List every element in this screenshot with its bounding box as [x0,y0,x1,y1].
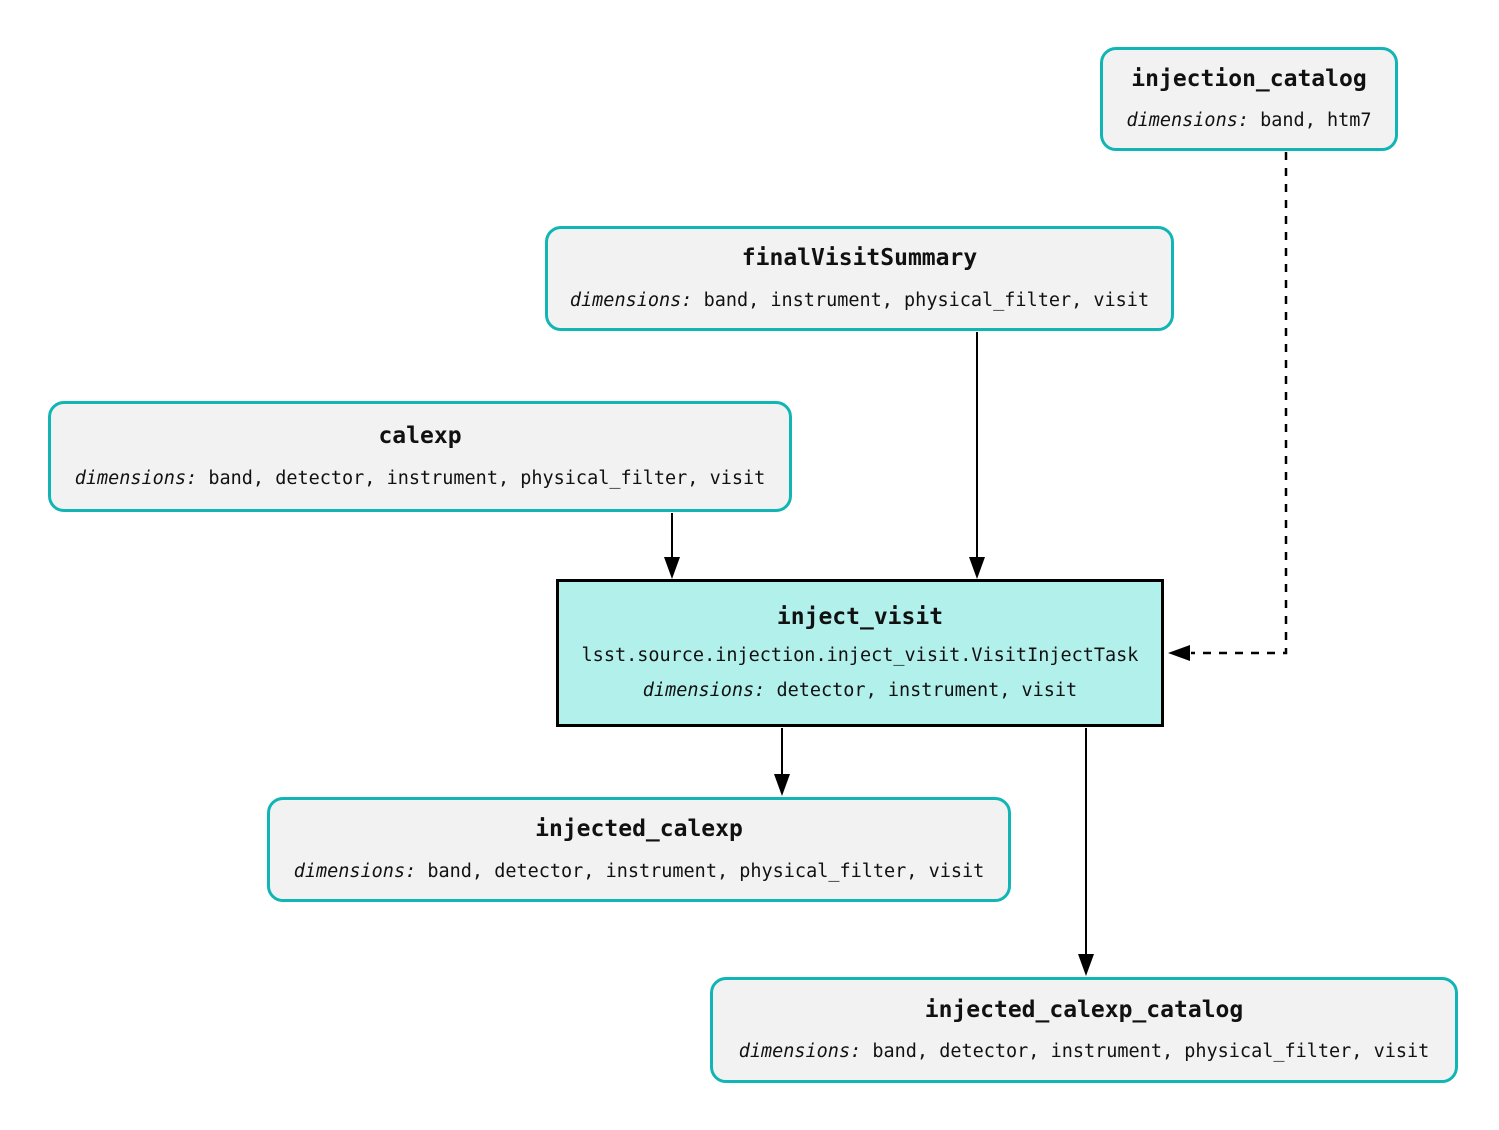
node-dimensions: dimensions: band, detector, instrument, … [739,1041,1430,1063]
edge-injection-catalog-to-inject-visit [1168,152,1288,661]
node-dimensions: dimensions: band, htm7 [1126,110,1371,132]
node-dimensions: dimensions: detector, instrument, visit [643,680,1077,702]
dimensions-label: dimensions: [1126,110,1249,132]
edge-finalvisitsummary-to-inject-visit [969,332,985,579]
node-title: inject_visit [776,604,944,631]
dimensions-value: band, detector, instrument, physical_fil… [872,1041,1430,1063]
node-dimensions: dimensions: band, detector, instrument, … [294,861,985,883]
node-calexp: calexp dimensions: band, detector, instr… [48,401,792,512]
node-title: injected_calexp_catalog [924,996,1244,1023]
dimensions-value: band, htm7 [1260,110,1372,132]
edge-calexp-to-inject-visit [664,513,680,579]
dimensions-label: dimensions: [569,289,693,311]
arrowhead-down-icon [664,557,680,579]
node-injection-catalog: injection_catalog dimensions: band, htm7 [1100,47,1398,151]
dimensions-label: dimensions: [74,467,198,489]
edge-inject-visit-to-injected-calexp [774,728,790,796]
arrowhead-down-icon [774,774,790,796]
arrowhead-left-icon [1168,645,1190,661]
edge-inject-visit-to-injected-calexp-catalog [1078,728,1094,976]
node-title: injected_calexp [535,816,743,843]
node-title: injection_catalog [1131,65,1367,92]
node-dimensions: dimensions: band, detector, instrument, … [75,468,766,490]
dimensions-value: band, instrument, physical_filter, visit [703,289,1150,311]
node-title: calexp [378,423,462,450]
dimensions-value: band, detector, instrument, physical_fil… [208,467,766,489]
node-injected-calexp-catalog: injected_calexp_catalog dimensions: band… [710,977,1458,1083]
node-title: finalVisitSummary [741,245,978,272]
dimensions-value: band, detector, instrument, physical_fil… [427,860,985,882]
node-inject-visit-task: inject_visit lsst.source.injection.injec… [556,579,1164,727]
dimensions-label: dimensions: [293,860,417,882]
dimensions-label: dimensions: [738,1041,862,1063]
dimensions-value: detector, instrument, visit [776,679,1078,701]
arrowhead-down-icon [969,557,985,579]
node-finalvisitsummary: finalVisitSummary dimensions: band, inst… [545,226,1174,331]
node-dimensions: dimensions: band, instrument, physical_f… [570,290,1149,312]
arrowhead-down-icon [1078,954,1094,976]
dimensions-label: dimensions: [642,679,766,701]
node-injected-calexp: injected_calexp dimensions: band, detect… [267,797,1011,902]
task-class: lsst.source.injection.inject_visit.Visit… [581,644,1139,666]
